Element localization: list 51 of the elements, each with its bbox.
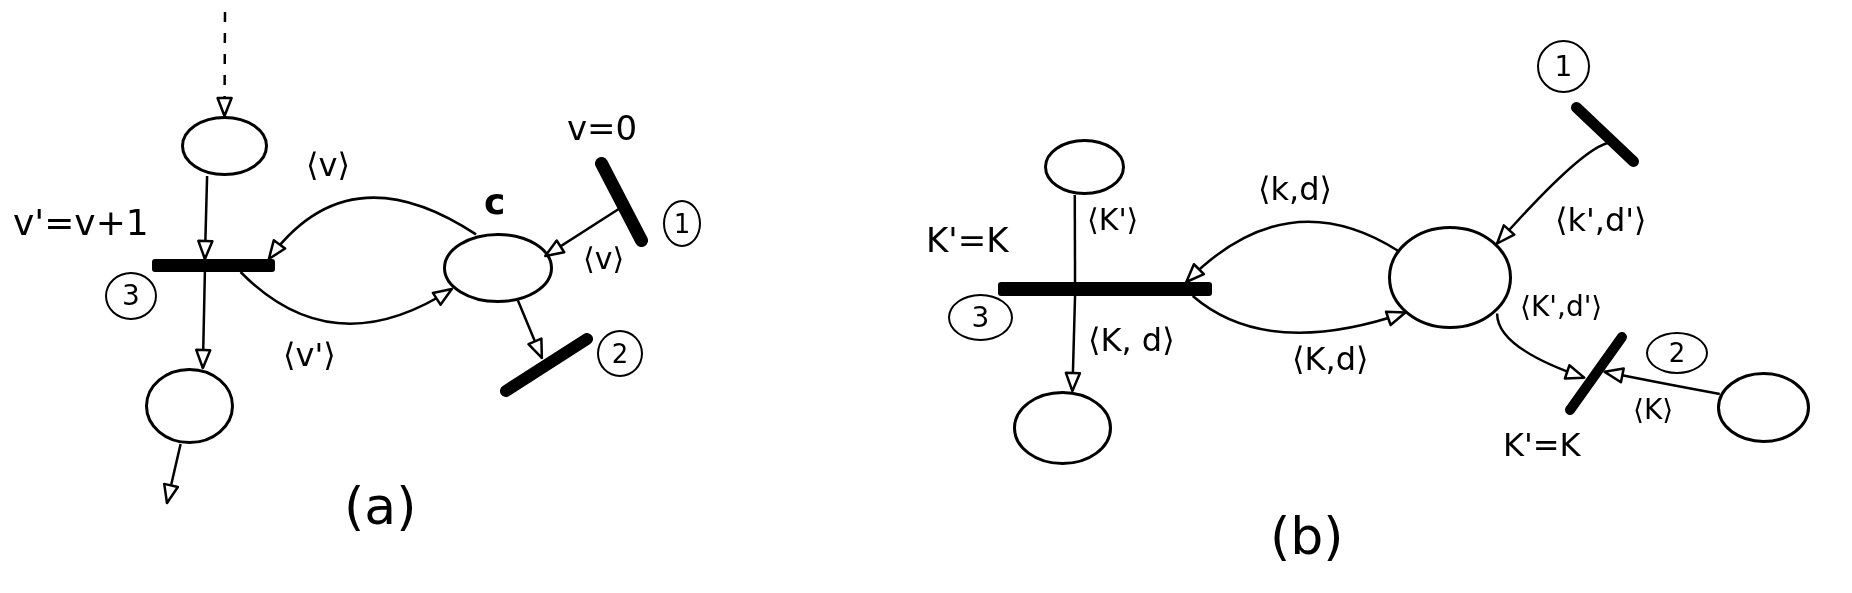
transition-label: K'=K: [1503, 428, 1581, 464]
transition-bar: [998, 282, 1212, 296]
arc-arrow: [195, 271, 212, 370]
arc-arrow: [1064, 295, 1082, 393]
place-circle: [181, 116, 268, 176]
edge-label: ⟨v⟩: [306, 148, 350, 184]
edge-label: ⟨k,d⟩: [1258, 172, 1332, 208]
arc-arrow: [267, 196, 477, 261]
callout-number: 2: [597, 330, 643, 377]
place-circle: [1013, 391, 1112, 465]
transition-bar: [1571, 102, 1639, 167]
transition-label: v=0: [567, 110, 638, 148]
arc-arrow: [197, 175, 214, 261]
panel-caption: (b): [1270, 508, 1344, 566]
callout-number: 1: [1537, 40, 1590, 93]
callout-number: 1: [663, 200, 701, 247]
edge-label: ⟨K'⟩: [1087, 203, 1139, 236]
arc-arrow: [1603, 367, 1720, 396]
edge-label: ⟨v'⟩: [283, 338, 336, 374]
edge-label: ⟨K',d'⟩: [1520, 292, 1603, 323]
transition-bar: [595, 157, 648, 247]
edge-label: ⟨K,d⟩: [1292, 342, 1369, 378]
edge-label: ⟨K⟩: [1633, 395, 1674, 426]
arc-arrow: [1185, 220, 1399, 284]
place-circle: [145, 368, 234, 444]
arc-arrow: [216, 12, 233, 118]
place-label: c: [484, 182, 506, 222]
panel-caption: (a): [344, 478, 417, 536]
arc-line: [1073, 195, 1077, 282]
transition-bar: [152, 259, 275, 272]
arc-arrow: [516, 299, 544, 360]
transition-bar: [500, 333, 593, 397]
callout-number: 3: [105, 272, 157, 320]
transition-label: v'=v+1: [13, 203, 149, 243]
transition-bar: [1565, 332, 1627, 415]
transition-label: K'=K: [926, 222, 1009, 260]
place-circle: [1717, 372, 1810, 443]
arc-arrow: [162, 443, 182, 505]
arc-arrow: [544, 207, 621, 258]
callout-number: 2: [1646, 332, 1708, 374]
edge-label: ⟨k',d'⟩: [1555, 203, 1647, 239]
arc-arrow: [1191, 295, 1407, 334]
callout-number: 3: [948, 294, 1013, 341]
place-circle: [1044, 139, 1125, 195]
place-circle: [443, 233, 553, 303]
edge-label: ⟨v⟩: [583, 242, 625, 275]
place-circle: [1388, 226, 1512, 329]
edge-label: ⟨K, d⟩: [1088, 323, 1175, 359]
arc-arrow: [1495, 141, 1609, 245]
arc-arrow: [1495, 313, 1586, 380]
arc-arrow: [239, 271, 454, 325]
